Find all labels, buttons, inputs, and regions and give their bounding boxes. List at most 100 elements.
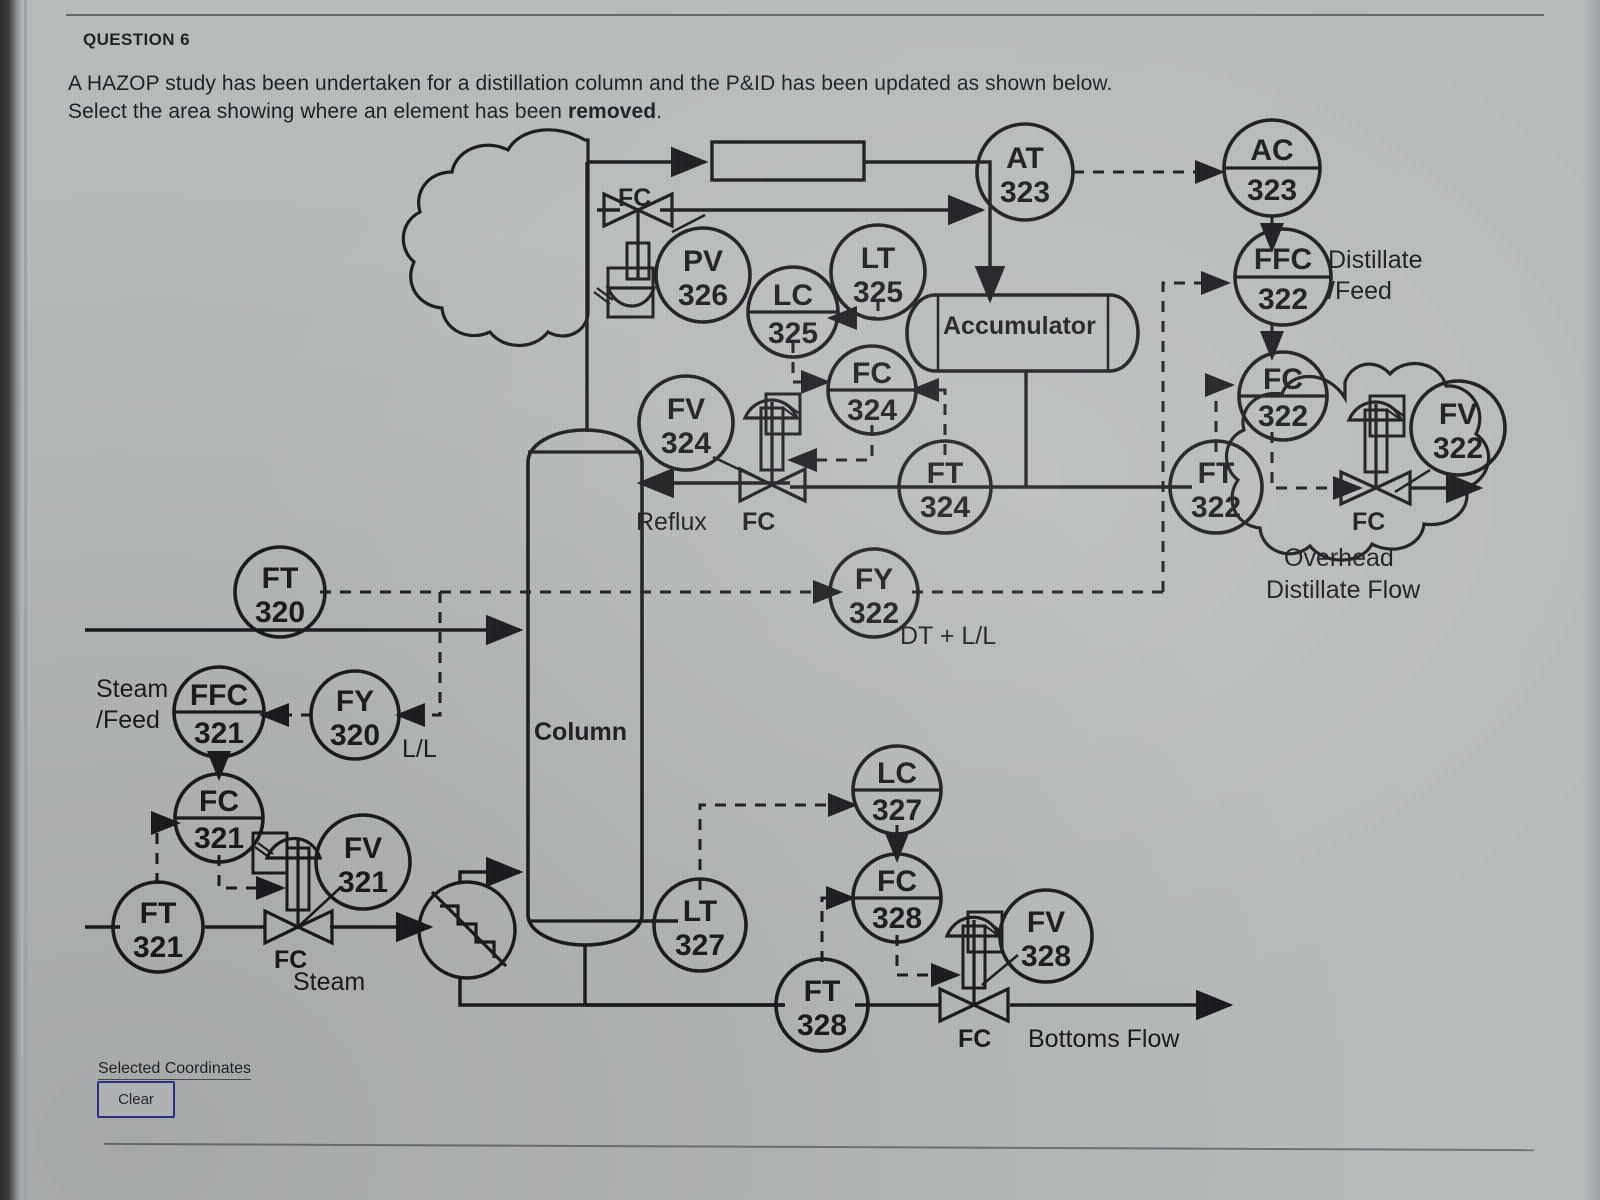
cloud-vent-top bbox=[401, 128, 590, 347]
signal-ft324-fc324 bbox=[909, 378, 947, 455]
bubble-fv-322-number: 322 bbox=[1433, 432, 1483, 465]
bubble-fy-322-tag: FY bbox=[855, 563, 893, 596]
bubble-fv-328-tag: FV bbox=[1027, 906, 1065, 939]
bubble-ft-320[interactable]: FT 320 bbox=[233, 545, 327, 639]
bubble-ft-321-number: 321 bbox=[133, 931, 183, 964]
valve-fv-324[interactable] bbox=[738, 392, 807, 504]
label-overhead-line1: Overhead bbox=[1284, 544, 1394, 572]
bubble-ft-320-number: 320 bbox=[255, 596, 305, 629]
bubble-ft-322-tag: FT bbox=[1198, 457, 1235, 490]
bubble-fc-322-tag: FC bbox=[1263, 363, 1303, 396]
bubble-ac-323[interactable]: AC 323 bbox=[1222, 118, 1322, 218]
bubble-ffc-321[interactable]: FFC 321 bbox=[172, 665, 266, 759]
signal-lt327-lc327 bbox=[698, 793, 858, 890]
bubble-ffc-321-number: 321 bbox=[194, 717, 244, 750]
bubble-pv-326-tag: PV bbox=[683, 245, 723, 278]
bubble-lt-325-tag: LT bbox=[861, 242, 895, 275]
label-steam-feed-line1: Steam bbox=[96, 675, 168, 703]
bubble-fv-324[interactable]: FV 324 bbox=[637, 374, 735, 472]
label-distillate-feed-line1: Distillate bbox=[1328, 246, 1422, 274]
bubble-lt-327-number: 327 bbox=[675, 929, 725, 962]
bubble-at-323-tag: AT bbox=[1006, 142, 1044, 175]
label-fc-overhead: FC bbox=[1352, 508, 1385, 536]
signal-fc321-fv321 bbox=[217, 855, 286, 900]
bubble-ft-321-tag: FT bbox=[140, 897, 177, 930]
leader-fv321 bbox=[297, 887, 341, 928]
valve-fv-328[interactable] bbox=[938, 910, 1010, 1024]
signal-ft328-fc328 bbox=[820, 886, 856, 962]
bubble-fv-321[interactable]: FV 321 bbox=[314, 813, 412, 911]
clear-button[interactable]: Clear bbox=[97, 1081, 175, 1118]
bubble-lc-327-number: 327 bbox=[872, 794, 922, 827]
bubble-fc-324[interactable]: FC 324 bbox=[826, 344, 918, 436]
bubble-ft-321[interactable]: FT 321 bbox=[111, 880, 205, 974]
bubble-ft-324-number: 324 bbox=[920, 491, 970, 524]
signal-fc324-fv324 bbox=[787, 425, 874, 472]
bubble-fv-321-tag: FV bbox=[344, 832, 382, 865]
bubble-ffc-322[interactable]: FFC 322 bbox=[1233, 227, 1333, 327]
bubble-lt-325-number: 325 bbox=[853, 276, 903, 309]
bubble-lc-327-tag: LC bbox=[877, 757, 917, 790]
bubble-lc-327[interactable]: LC 327 bbox=[851, 744, 943, 836]
bubble-at-323[interactable]: AT 323 bbox=[975, 122, 1075, 222]
bubble-ac-323-tag: AC bbox=[1250, 134, 1293, 167]
bubble-fy-322[interactable]: FY 322 bbox=[828, 547, 920, 639]
bubble-lc-325[interactable]: LC 325 bbox=[746, 265, 840, 359]
leader-fv328 bbox=[981, 954, 1019, 986]
signal-lc325-fc324 bbox=[791, 342, 831, 394]
bubble-fv-324-number: 324 bbox=[661, 427, 711, 460]
bubble-lc-325-tag: LC bbox=[773, 279, 813, 312]
bubble-fc-321-number: 321 bbox=[194, 822, 244, 855]
bubble-fy-320[interactable]: FY 320 bbox=[309, 669, 401, 761]
header-divider bbox=[66, 14, 1544, 16]
bubble-fv-328[interactable]: FV 328 bbox=[998, 888, 1094, 984]
leader-fv324 bbox=[712, 455, 773, 487]
bubble-ffc-322-tag: FFC bbox=[1254, 243, 1312, 276]
bubble-ft-328-tag: FT bbox=[804, 975, 841, 1008]
bubble-ft-322[interactable]: FT 322 bbox=[1168, 439, 1264, 535]
bubble-lc-325-number: 325 bbox=[768, 317, 818, 350]
bubble-fy-320-tag: FY bbox=[336, 685, 374, 718]
bubble-ft-322-number: 322 bbox=[1191, 491, 1241, 524]
label-overhead-line2: Distillate Flow bbox=[1266, 576, 1421, 604]
bubble-fc-328-tag: FC bbox=[877, 865, 917, 898]
bubble-lt-327[interactable]: LT 327 bbox=[652, 877, 748, 973]
reboiler bbox=[417, 880, 517, 980]
bubble-fc-321[interactable]: FC 321 bbox=[173, 772, 265, 864]
signal-fc328-fv328 bbox=[895, 935, 961, 987]
question-prompt-line-2: Select the area showing where an element… bbox=[68, 100, 662, 124]
question-number: QUESTION 6 bbox=[83, 30, 190, 49]
label-fc-steam: FC bbox=[274, 946, 307, 974]
bubble-ft-328-number: 328 bbox=[797, 1009, 847, 1042]
selected-coordinates-label: Selected Coordinates bbox=[98, 1060, 251, 1080]
bubble-fv-328-number: 328 bbox=[1021, 940, 1071, 973]
bubble-fv-322[interactable]: FV 322 bbox=[1409, 379, 1507, 477]
valve-pv-326[interactable] bbox=[593, 191, 674, 319]
bubble-fc-328[interactable]: FC 328 bbox=[851, 852, 943, 944]
bubble-at-323-number: 323 bbox=[1000, 176, 1050, 209]
label-fc-bottoms: FC bbox=[958, 1025, 991, 1053]
label-ll: L/L bbox=[402, 735, 437, 763]
bubble-ffc-321-tag: FFC bbox=[190, 679, 248, 712]
column-vessel bbox=[526, 428, 644, 947]
cloud-overhead-distillate bbox=[1224, 361, 1491, 562]
bubble-pv-326[interactable]: PV 326 bbox=[654, 226, 752, 324]
valve-fv-321[interactable] bbox=[251, 831, 334, 946]
accumulator-vessel bbox=[905, 293, 1140, 373]
bubble-pv-326-number: 326 bbox=[678, 279, 728, 312]
condenser-box bbox=[710, 140, 866, 182]
bubble-lt-327-tag: LT bbox=[683, 895, 717, 928]
signal-ft320-fy320 bbox=[320, 590, 442, 727]
leader-pv326 bbox=[671, 213, 706, 234]
leader-fv322 bbox=[1394, 468, 1431, 494]
label-dt-ll: DT + L/L bbox=[900, 622, 996, 650]
bubble-fy-320-number: 320 bbox=[330, 719, 380, 752]
signal-ft322-fc322 bbox=[1205, 373, 1235, 452]
bubble-lt-325[interactable]: LT 325 bbox=[829, 223, 927, 321]
page-left-border bbox=[24, 0, 27, 1200]
bubble-ft-328[interactable]: FT 328 bbox=[774, 957, 870, 1053]
bubble-ft-324[interactable]: FT 324 bbox=[897, 439, 993, 535]
bubble-fc-322[interactable]: FC 322 bbox=[1237, 350, 1329, 442]
label-fc-top: FC bbox=[618, 184, 651, 212]
